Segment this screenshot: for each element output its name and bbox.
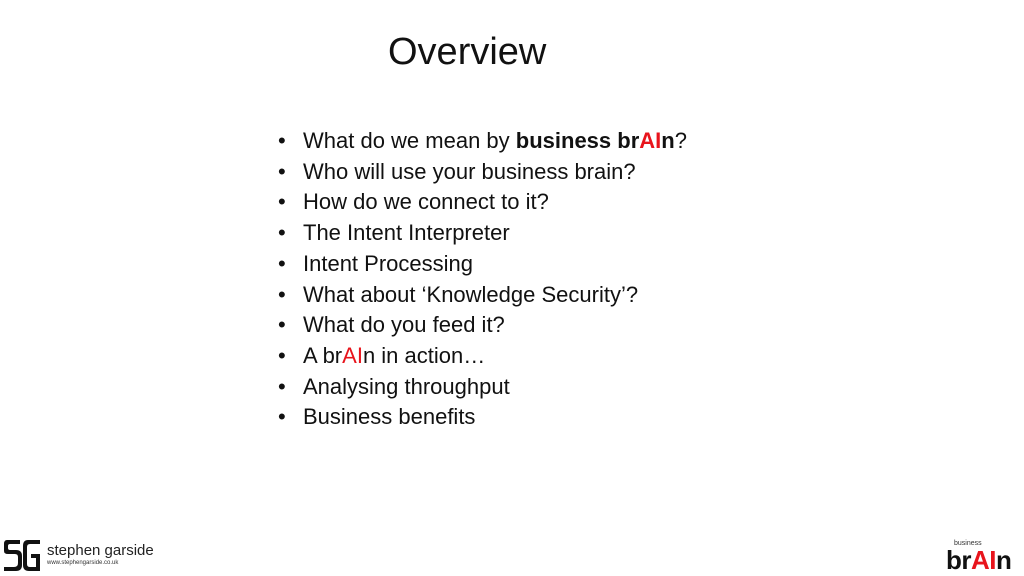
bullet-item: • Intent Processing	[278, 249, 687, 280]
bullet-dot: •	[278, 158, 286, 184]
stephen-garside-logo: stephen garside www.stephengarside.co.uk	[2, 536, 154, 572]
bullet-item: • What do we mean by business brAIn?	[278, 126, 687, 157]
bullet-text: business br	[515, 128, 640, 153]
bullet-text: What do we mean by	[303, 128, 516, 153]
bullet-dot: •	[278, 373, 286, 399]
bullet-item: • What do you feed it?	[278, 310, 687, 341]
sg-monogram-icon	[2, 536, 42, 572]
bullet-item: • The Intent Interpreter	[278, 218, 687, 249]
bullet-text: ?	[674, 128, 687, 153]
bullet-dot: •	[278, 281, 286, 307]
bullet-text: The Intent Interpreter	[303, 220, 510, 246]
bullet-list: •What do we mean by business brAIn?•Who …	[278, 126, 687, 433]
bullet-text: Who will use your business brain?	[303, 158, 636, 184]
bullet-item: • A brAIn in action…	[278, 341, 687, 372]
bullet-text: Analysing throughput	[303, 373, 510, 399]
logo-small-text: business	[954, 540, 982, 547]
bullet-item: • Business benefits	[278, 402, 687, 433]
bullet-text: How do we connect to it?	[303, 189, 549, 215]
bullet-text: Business benefits	[303, 404, 476, 430]
bullet-text: AI	[639, 128, 662, 153]
bullet-dot: •	[278, 128, 286, 153]
bullet-text: n in action…	[362, 342, 486, 368]
bullet-item: • Analysing throughput	[278, 372, 687, 403]
bullet-text: Intent Processing	[303, 250, 473, 276]
bullet-text: A br	[303, 342, 343, 368]
logo-accent: AI	[971, 545, 997, 575]
bullet-text: What do you feed it?	[303, 312, 505, 338]
business-brain-logo: business brAIn	[946, 540, 1020, 574]
bullet-dot: •	[278, 312, 286, 338]
logo-suffix: n	[996, 545, 1012, 575]
bullet-item: • Who will use your business brain?	[278, 157, 687, 188]
slide-title: Overview	[388, 31, 547, 73]
bullet-dot: •	[278, 189, 286, 215]
bullet-dot: •	[278, 250, 286, 276]
bullet-dot: •	[278, 342, 286, 368]
logo-wordmark: brAIn	[946, 545, 1012, 575]
bullet-item: • What about ‘Knowledge Security’?	[278, 280, 687, 311]
logo-prefix: br	[946, 545, 972, 575]
logo-url: www.stephengarside.co.uk	[47, 559, 119, 566]
bullet-item: • How do we connect to it?	[278, 187, 687, 218]
bullet-text: AI	[342, 342, 363, 368]
bullet-text: What about ‘Knowledge Security’?	[303, 281, 639, 307]
bullet-text: n	[661, 128, 675, 153]
bullet-dot: •	[278, 404, 286, 430]
logo-name: stephen garside	[47, 541, 154, 559]
bullet-dot: •	[278, 220, 286, 246]
